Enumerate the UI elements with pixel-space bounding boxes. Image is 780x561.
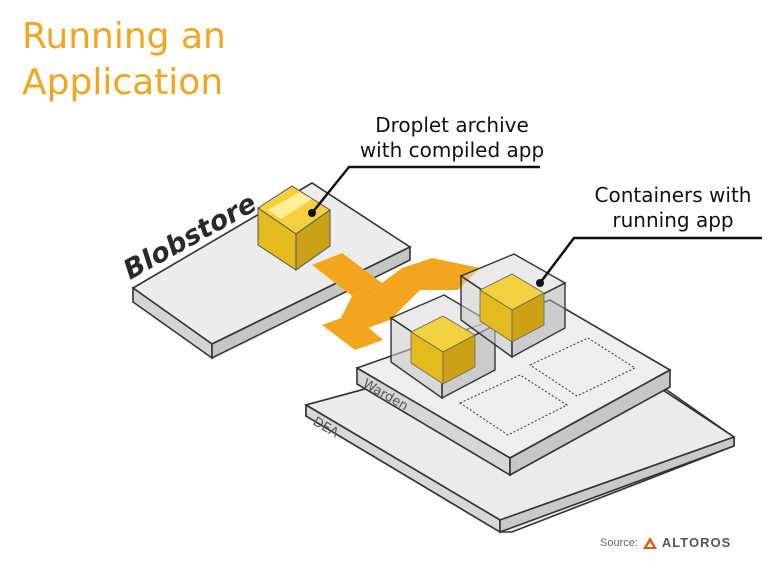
slide-title: Running an Application: [22, 14, 226, 106]
deploy-flow-arrow: [312, 253, 480, 350]
slide-title-line1: Running an: [22, 16, 226, 57]
containers-callout-line1: Containers with: [594, 183, 752, 207]
containers-callout: Containers with running app: [582, 183, 764, 233]
droplet-leader-dot: [308, 209, 316, 217]
source-credit: Source: ALTOROS: [600, 535, 731, 550]
source-brand: ALTOROS: [661, 535, 732, 550]
slide-title-line2: Application: [22, 62, 224, 103]
container-front: [389, 294, 497, 400]
containers-callout-line2: running app: [612, 208, 734, 232]
containers-leader-line: [539, 236, 762, 284]
droplet-callout-line2: with compiled app: [359, 138, 545, 162]
source-prefix: Source:: [600, 536, 638, 549]
droplet-callout: Droplet archive with compiled app: [352, 113, 552, 163]
container-back: [459, 253, 567, 359]
droplet-callout-line1: Droplet archive: [375, 113, 529, 137]
droplet-box: [257, 185, 331, 271]
droplet-leader-line: [311, 165, 540, 214]
containers-leader-dot: [536, 279, 544, 287]
callout-leaders: [311, 165, 762, 284]
altoros-logo-icon: [642, 536, 657, 549]
warden-platform: Warden: [355, 299, 672, 477]
empty-container-slot: [458, 374, 569, 436]
